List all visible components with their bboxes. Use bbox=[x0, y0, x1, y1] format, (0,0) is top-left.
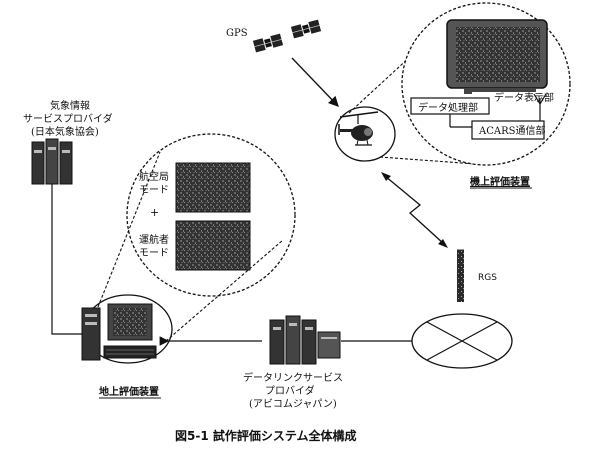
weather-link-line bbox=[51, 184, 82, 335]
zoom-line bbox=[165, 239, 284, 342]
ground-eval-label: 地上評価装置 bbox=[99, 385, 159, 398]
gps-label: GPS bbox=[226, 28, 248, 39]
operator-mode-label-2: モード bbox=[139, 248, 169, 259]
aviation-mode-label-1: 航空局 bbox=[139, 170, 169, 183]
data-display-label: データ表示部 bbox=[494, 91, 554, 104]
datalink-server-icon bbox=[269, 315, 341, 365]
acars-comm-box bbox=[471, 120, 545, 140]
data-processing-label: データ処理部 bbox=[418, 101, 478, 114]
operator-mode-label-1: 運航者 bbox=[139, 233, 169, 246]
onboard-eval-label: 機上評価装置 bbox=[470, 175, 530, 188]
acars-comm-label: ACARS通信部 bbox=[478, 124, 545, 137]
plus-label: + bbox=[150, 206, 159, 219]
datalink-label-2: プロバイダ bbox=[265, 384, 315, 397]
computer-terminal-icon bbox=[81, 303, 157, 361]
aircraft-group: データ表示部 データ処理部 ACARS通信部 機上評価装置 bbox=[334, 2, 571, 189]
zoom-line bbox=[379, 156, 477, 165]
weather-label-1: 気象情報 bbox=[50, 99, 90, 112]
satellite-icon bbox=[290, 19, 322, 39]
rgs-label: RGS bbox=[478, 273, 497, 283]
antenna-icon bbox=[533, 93, 547, 121]
network-cloud bbox=[411, 313, 513, 369]
figure-caption: 図5-1 試作評価システム全体構成 bbox=[175, 428, 357, 443]
datalink-label-1: データリンクサービス bbox=[243, 371, 343, 384]
weather-label-2: サービスプロバイダ bbox=[23, 112, 113, 125]
rgs-tower bbox=[457, 249, 464, 302]
radio-link bbox=[381, 172, 448, 248]
gps-signal-arrow bbox=[291, 57, 339, 107]
gps-satellites: GPS bbox=[226, 19, 339, 107]
datalink-label-3: (アビコムジャパン) bbox=[249, 398, 337, 410]
weather-label-3: (日本気象協会) bbox=[31, 125, 99, 138]
helicopter-icon bbox=[338, 111, 379, 146]
aviation-mode-label-2: モード bbox=[139, 185, 169, 196]
zoom-line bbox=[97, 151, 161, 308]
aviation-mode-screen bbox=[175, 162, 251, 213]
satellite-icon bbox=[252, 33, 284, 53]
data-display-box bbox=[472, 92, 558, 104]
operator-mode-screen bbox=[175, 220, 251, 271]
ground-zoom-circle bbox=[126, 133, 296, 297]
onboard-display-monitor bbox=[446, 19, 548, 101]
aircraft-circle bbox=[334, 106, 396, 162]
weather-server-icon bbox=[31, 138, 73, 185]
